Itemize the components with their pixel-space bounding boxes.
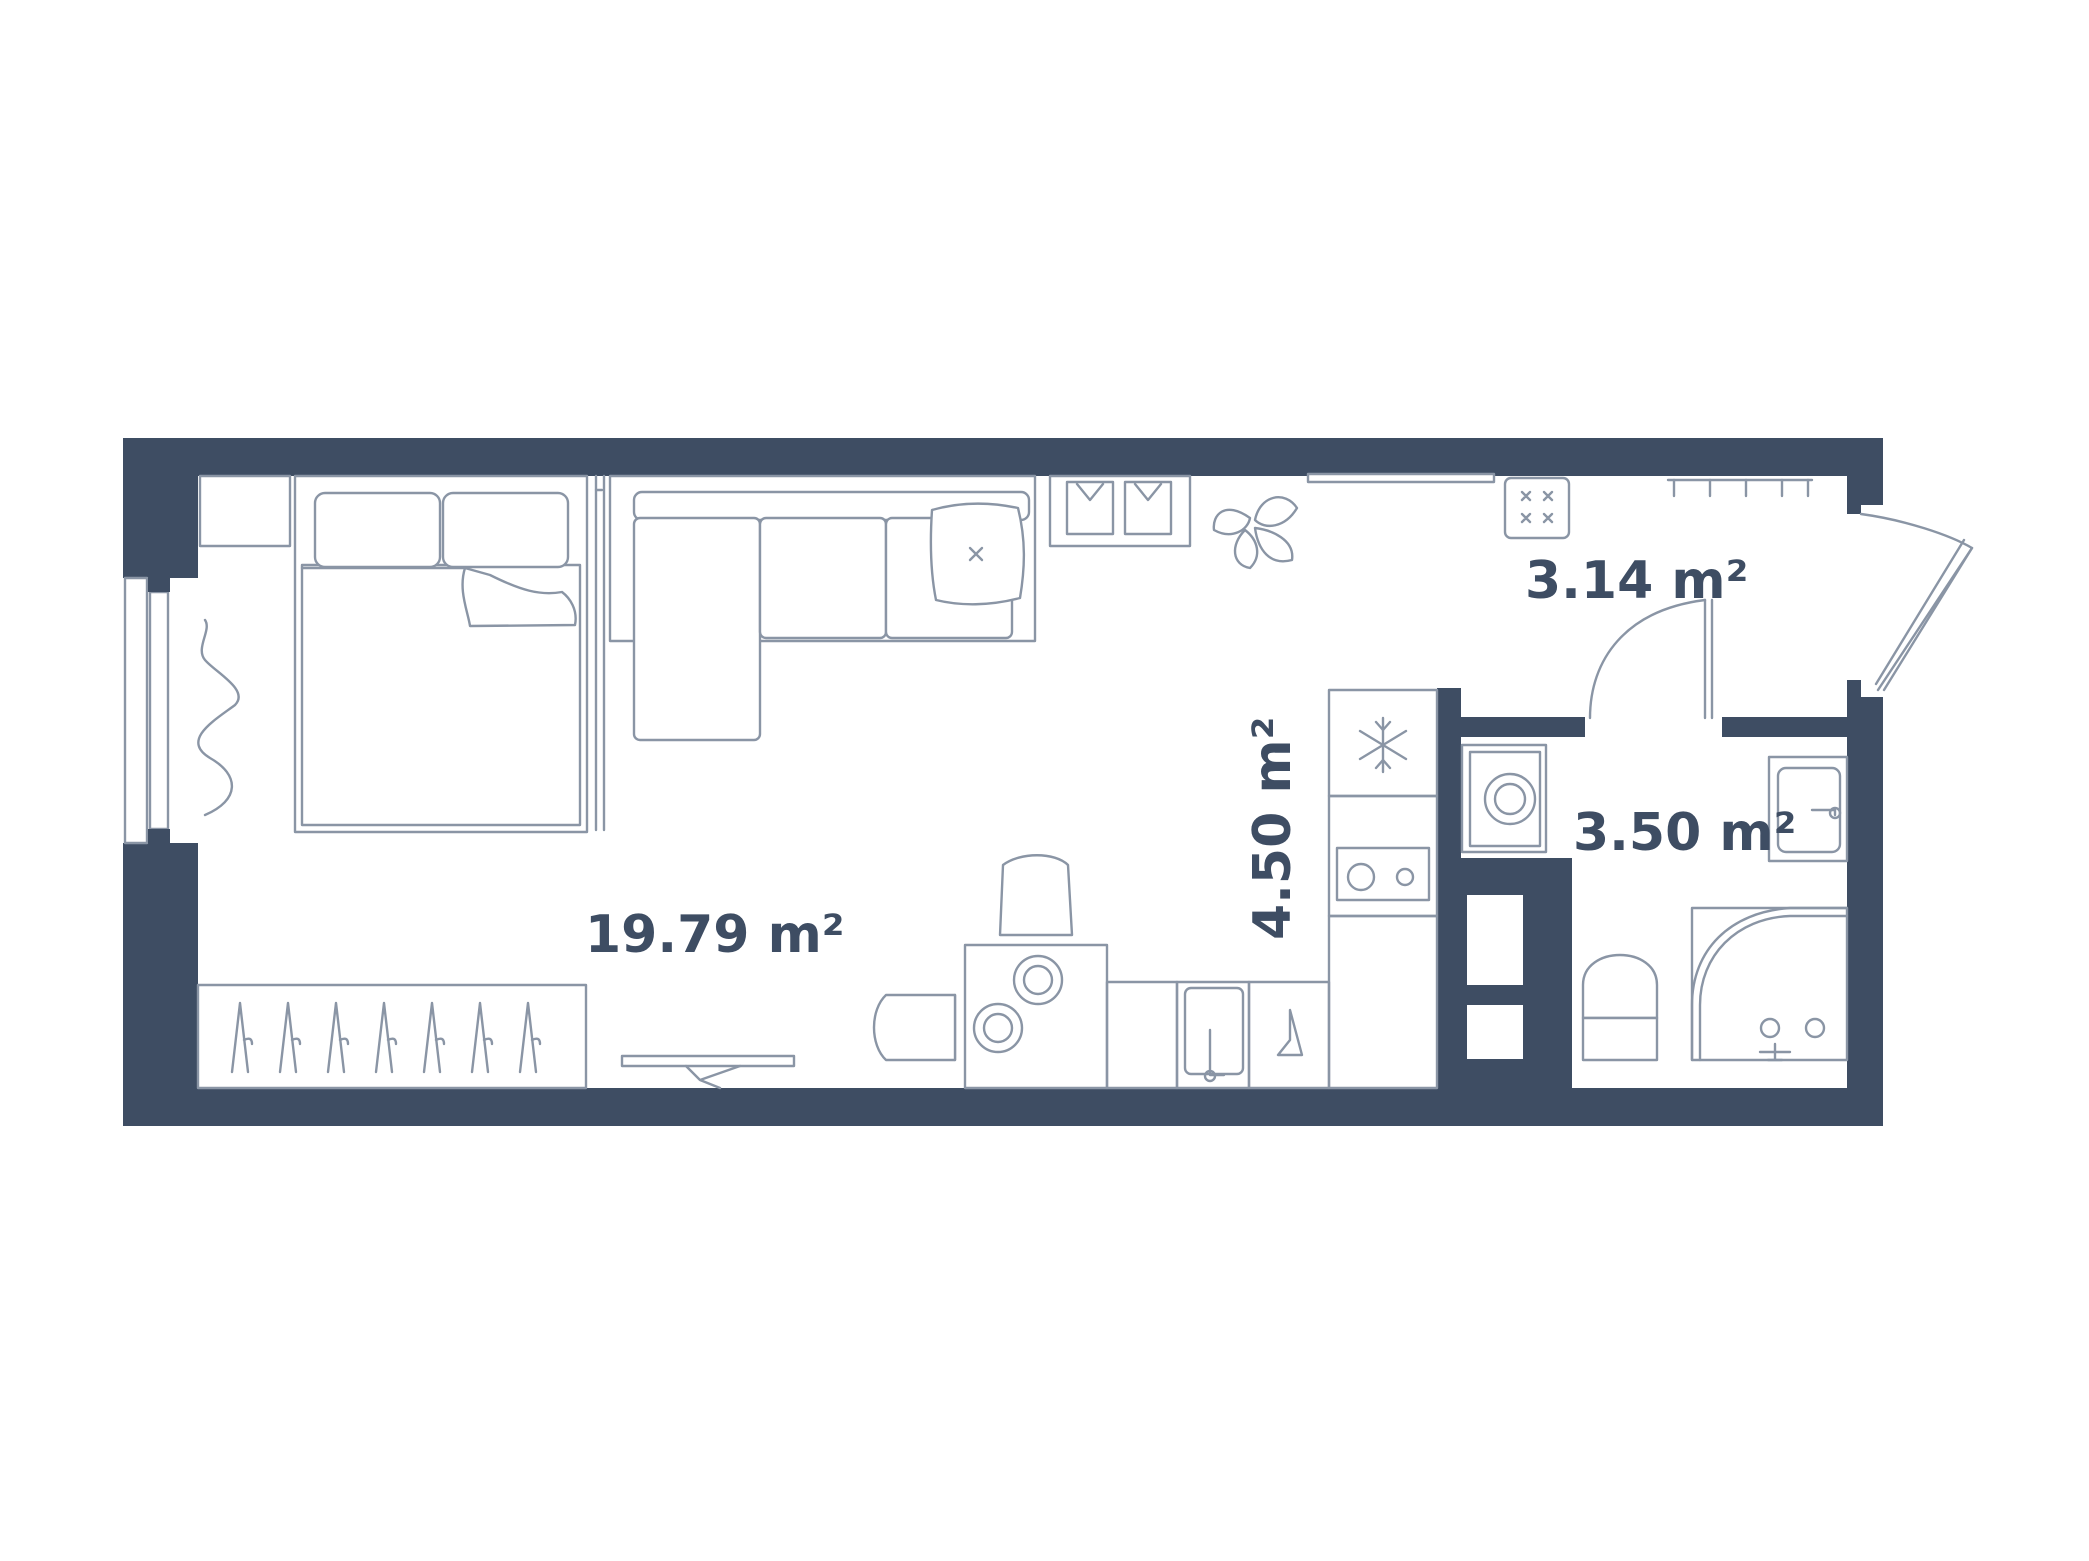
refrigerator-icon	[1327, 688, 1439, 798]
area-label-hall: 3.14 m²	[1525, 551, 1748, 611]
kitchen-column	[1327, 914, 1439, 1090]
utility-shaft	[1467, 895, 1523, 1059]
window-left	[123, 576, 198, 845]
tap-icon	[1276, 1008, 1304, 1057]
coat-rack-icon	[1666, 478, 1814, 498]
wall-utility-side	[1547, 858, 1572, 1088]
room-divider	[594, 474, 606, 832]
wall-left-lower	[123, 843, 198, 1126]
shower-icon	[1690, 906, 1849, 1062]
dining-table-icon	[963, 943, 1109, 1090]
tv-icon	[620, 1054, 796, 1090]
wall-left-upper	[123, 438, 198, 578]
toilet-icon	[1581, 953, 1659, 1062]
door-swing-icon	[1859, 512, 1974, 692]
bath-door-swing-icon	[1588, 598, 1714, 720]
bath-sink-icon	[1767, 755, 1849, 863]
wall-door-stub-top	[1847, 680, 1861, 698]
wall-bottom	[123, 1088, 1883, 1126]
hangers-icon	[196, 983, 588, 1090]
wall-door-stub-bottom	[1847, 502, 1861, 514]
wall-bath-top-right	[1722, 717, 1848, 737]
washing-machine-icon	[1460, 743, 1548, 854]
wall-bath-top-left	[1437, 717, 1585, 737]
window-top	[1306, 472, 1496, 484]
wall-right-upper	[1847, 438, 1883, 505]
bedside-cabinet	[198, 474, 292, 548]
hall-stove-icon	[1503, 476, 1571, 540]
sink-icon	[1183, 986, 1245, 1083]
shelf-icon	[1048, 474, 1192, 548]
hob-icon	[1327, 794, 1439, 918]
area-label-living: 19.79 m²	[585, 905, 845, 965]
area-label-kitchen: 4.50 m²	[1243, 717, 1303, 940]
sofa-icon	[608, 474, 1037, 742]
curtain-icon	[197, 618, 240, 817]
wall-right-lower	[1847, 697, 1883, 1126]
armchair-icon	[872, 854, 1074, 1062]
area-label-bathroom: 3.50 m²	[1573, 803, 1796, 863]
wall-top	[123, 438, 1883, 476]
plant-icon	[1212, 496, 1299, 570]
bed-icon	[293, 474, 589, 834]
